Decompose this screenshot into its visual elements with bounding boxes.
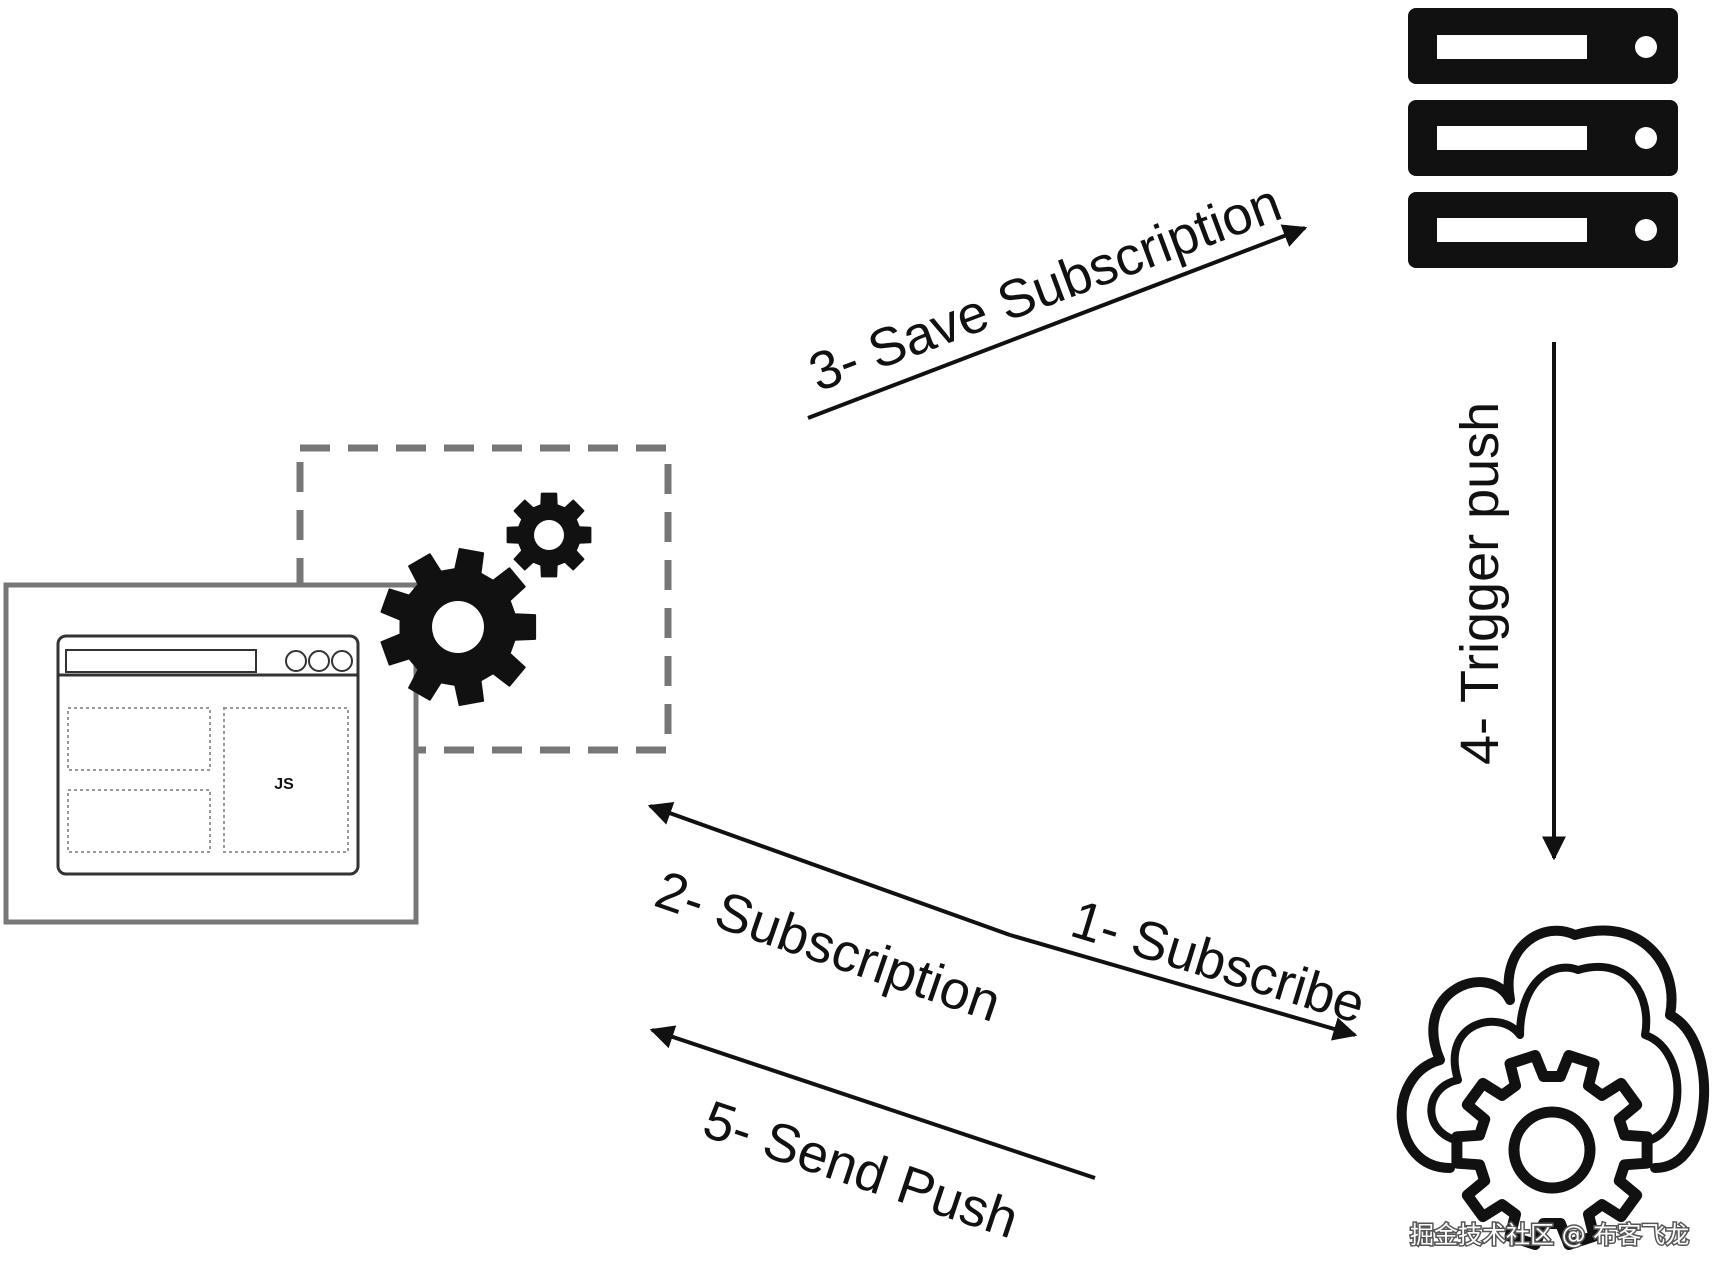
cloud-gear-hole [1508, 1106, 1596, 1194]
browser-window-icon: JS [56, 634, 360, 876]
gear-hole [534, 520, 564, 550]
arrow-subscription-left [647, 801, 1011, 937]
step-send-push-label: 5- Send Push [696, 1089, 1025, 1250]
watermark: 掘金技术社区 @ 布客飞龙 [1410, 1221, 1689, 1249]
server-rack-icon [1408, 8, 1678, 268]
step-trigger-push-label: 4- Trigger push [1450, 402, 1510, 765]
cloud-gear-icon [1385, 925, 1725, 1275]
step-save-subscription-label: 3- Save Subscription [801, 173, 1289, 404]
step-subscription-label: 2- Subscription [648, 860, 1008, 1034]
gear-hole [432, 601, 484, 653]
arrow-save-subscription [807, 224, 1308, 420]
small-gear-icon [506, 492, 592, 578]
arrow-subscribe-right [1009, 933, 1358, 1041]
large-gear-icon [380, 548, 537, 706]
arrow-send-push [649, 1025, 1096, 1180]
address-bar [65, 649, 257, 673]
gears-icon [380, 492, 592, 706]
cloud-gear [1451, 1050, 1653, 1250]
js-label: JS [274, 776, 294, 793]
